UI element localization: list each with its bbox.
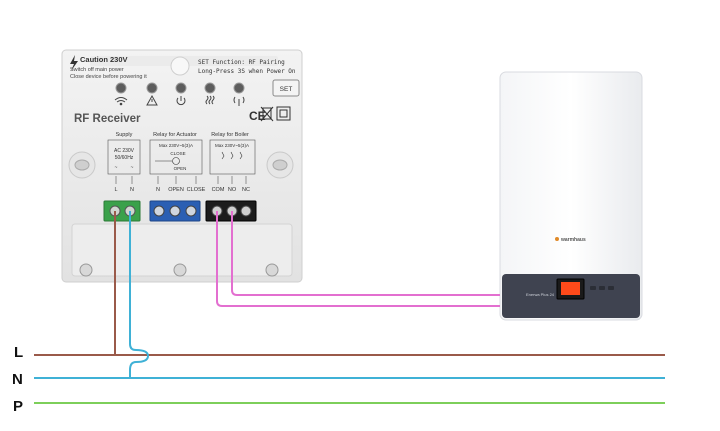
term-label-com: COM: [212, 187, 225, 193]
terminal-screw-act-n[interactable]: [153, 205, 165, 217]
boiler-relay-title: Relay for Boiler: [211, 132, 249, 138]
boiler-relay-box: [209, 139, 256, 175]
ce-mark: CE: [249, 109, 266, 123]
term-label-close: CLOSE: [187, 187, 206, 193]
base-screw-center: [173, 263, 187, 277]
boiler-button-2[interactable]: [599, 286, 605, 290]
supply-box: [107, 139, 141, 175]
rf-receiver: Caution 230V Switch off main power Close…: [61, 49, 303, 283]
rail-label-l: L: [14, 344, 23, 361]
terminal-screw-nc[interactable]: [240, 205, 252, 217]
actuator-motor-icon: [172, 157, 180, 165]
actuator-close: CLOSE: [170, 151, 185, 156]
term-label-n: N: [130, 187, 134, 193]
double-insulation-icon: [276, 106, 291, 121]
actuator-title: Relay for Actuator: [153, 132, 197, 138]
base-screw-left: [79, 263, 93, 277]
boiler-model: Enerwa Plus 24: [526, 292, 555, 297]
supply-rating-2: 50/60Hz: [115, 155, 134, 161]
boiler-body: [499, 71, 643, 321]
center-pairing-button[interactable]: [170, 56, 190, 76]
term-label-open: OPEN: [168, 187, 184, 193]
term-label-no: NO: [228, 187, 237, 193]
boiler-relay-section: Relay for Boiler Max 230V~5(3)A: [209, 132, 256, 175]
warning-icon: [146, 94, 158, 106]
lightning-icon: [70, 55, 78, 71]
supply-tilde-n: ~: [131, 165, 134, 171]
led-heat: [204, 82, 216, 94]
led-alarm: [146, 82, 158, 94]
actuator-section: Relay for Actuator Max 230V~5(3)A CLOSE …: [149, 132, 203, 175]
caution-line-1: Switch off main power: [70, 67, 124, 73]
caution-title: Caution 230V: [80, 55, 128, 64]
base-screw-right: [265, 263, 279, 277]
boiler-logo-icon: [555, 237, 559, 241]
rail-label-n: N: [12, 371, 23, 388]
long-press-text: Long-Press 3S when Power On: [198, 68, 296, 75]
status-leds: [115, 82, 245, 94]
set-function-text: SET Function: RF Pairing: [198, 59, 285, 66]
boiler: warmhaus Enerwa Plus 24: [499, 71, 643, 321]
set-button[interactable]: [272, 79, 300, 97]
caution-block: Caution 230V Switch off main power Close…: [70, 55, 147, 80]
actuator-rating: Max 230V~5(3)A: [159, 143, 193, 148]
terminal-labels: L N N OPEN CLOSE COM NO NC: [114, 187, 250, 193]
receiver-brand: RF Receiver: [74, 113, 141, 125]
supply-rating-1: AC 230V: [114, 148, 135, 154]
boiler-relay-rating: Max 230V~5(3)A: [215, 143, 249, 148]
wires: [34, 211, 665, 404]
boiler-button-3[interactable]: [608, 286, 614, 290]
supply-section: Supply AC 230V 50/60Hz ~ ~: [107, 132, 141, 175]
actuator-box: [149, 139, 203, 175]
supply-terminal-block: [103, 200, 141, 222]
set-button-label: SET: [280, 86, 293, 93]
wire-n-drop: [129, 211, 149, 378]
boiler-brand: warmhaus: [560, 237, 586, 243]
boiler-display-screen: [561, 282, 580, 295]
boiler-button-1[interactable]: [590, 286, 596, 290]
wifi-icon: [114, 97, 128, 106]
actuator-open: OPEN: [174, 166, 187, 171]
wire-no-boiler: [231, 211, 500, 296]
caution-line-2: Close device before powering it: [70, 74, 147, 80]
recycle-bin-icon: [260, 106, 274, 122]
heat-icon: [205, 95, 215, 105]
supply-tilde-l: ~: [115, 165, 118, 171]
term-label-nc: NC: [242, 187, 250, 193]
terminal-screw-open[interactable]: [169, 205, 181, 217]
term-label-act-n: N: [156, 187, 160, 193]
actuator-terminal-block: [149, 200, 201, 222]
term-label-l: L: [114, 187, 117, 193]
signal-icon: [233, 96, 245, 106]
power-icon: [176, 96, 186, 106]
wire-com-boiler: [216, 211, 500, 307]
rail-label-p: P: [13, 398, 23, 415]
led-signal: [233, 82, 245, 94]
terminal-screw-close[interactable]: [185, 205, 197, 217]
led-rf: [115, 82, 127, 94]
mounting-holes: [68, 151, 294, 179]
relay-contact-icon: [221, 151, 243, 160]
led-power: [175, 82, 187, 94]
supply-title: Supply: [116, 132, 133, 138]
